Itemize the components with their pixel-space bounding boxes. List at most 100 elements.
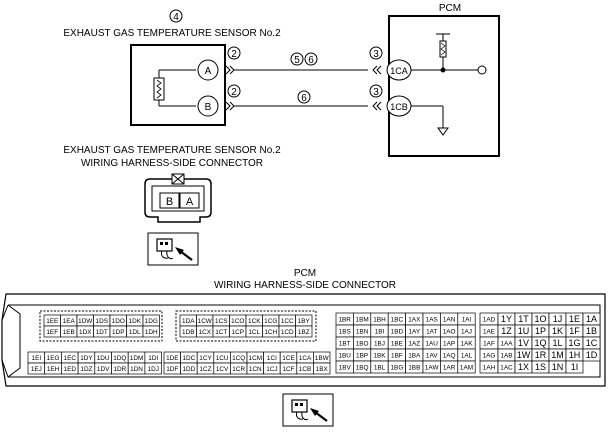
pin-label: 1DX [79,329,92,336]
pin-label: 1AO [443,328,456,335]
pin-label: 1AS [426,316,438,323]
pin-label: 1AD [483,316,496,323]
callout-6b [297,90,311,104]
pin-group-frame [175,310,317,342]
callout-6b-label: 6 [301,93,307,104]
pin-label: 1X [518,362,529,372]
pin-label: 1AX [408,316,421,323]
pin-label: 1CZ [199,366,211,373]
pin-label: 1BQ [356,364,369,371]
pin-cell [457,360,476,374]
pin-label: 1BY [298,318,311,325]
pcm-conn-title-2: WIRING HARNESS-SIDE CONNECTOR [214,280,396,291]
callout-2b [227,84,241,98]
pin-label: 1AM [460,364,473,371]
sensor-pin-b-label: B [205,102,212,113]
pcm-title: PCM [439,3,461,14]
sensor-callout: 4 [169,9,183,23]
callout-2a-label: 2 [231,49,237,60]
pin-label: 1AC [500,364,513,371]
sensor-harness-connector [144,173,212,223]
pcm-box [388,15,500,157]
pin-label: 1CK [248,318,261,325]
pin-label: 1CG [264,318,277,325]
pin-label: 1F [569,326,580,336]
pin-label: 1AG [483,352,496,359]
pin-label: 1I [571,362,579,372]
pin-label: 1H [569,350,581,360]
pin-label: 1CD [281,329,294,336]
pin-label: 1AT [426,328,437,335]
pin-label: 1P [535,326,546,336]
sensor-conn-title-1: EXHAUST GAS TEMPERATURE SENSOR No.2 [63,145,281,156]
pin-label: 1CS [215,318,227,325]
pin-label: 1Z [501,326,512,336]
pin-label: 1CM [249,355,263,362]
pin-label: 1DB [182,329,194,336]
pin-label: 1DI [148,355,158,362]
pin-label: 1DQ [113,355,126,362]
pin-label: 1K [552,326,563,336]
callout-3a-label: 3 [373,49,379,60]
sensor-pin-b [197,95,219,117]
pin-label: 1BF [391,352,403,359]
pin-label: 1AU [425,340,438,347]
pin-label: 1DF [166,366,178,373]
pin-label: 1U [518,326,530,336]
pin-label: 1EG [47,355,60,362]
pin-label: 1DE [166,355,178,362]
pin-label: 1EH [47,366,60,373]
pin-label: 1DK [129,318,142,325]
pin-label: 1AK [460,340,473,347]
pin-label: 1AE [483,328,495,335]
sensor-callout-label: 4 [173,12,179,23]
pin-label: 1W [517,350,531,360]
pin-label: 1AV [426,352,438,359]
pin-label: 1BB [408,364,420,371]
pin-label: 1ED [64,366,77,373]
pin-label: 1AY [408,328,420,335]
pin-label: 1G [568,338,580,348]
pcm-pin-1cb-label: 1CB [390,102,408,112]
pin-label: 1DY [80,355,93,362]
pin-label: 1CV [216,366,229,373]
pin-label: 1BD [391,328,404,335]
pin-label: 1DU [97,355,110,362]
pin-label: 1A [586,314,597,324]
pin-label: 1CE [282,355,294,362]
pin-label: 1DO [112,318,125,325]
pin-label: 1B [586,326,597,336]
pin-label: 1M [551,350,564,360]
pin-label: 1CN [249,366,262,373]
pin-label: 1AL [461,352,473,359]
pin-label: 1BX [316,366,329,373]
pin-label: 1EC [64,355,77,362]
view-direction-icon [147,232,199,266]
pin-label: 1DC [183,355,196,362]
pin-label: 1BK [373,352,386,359]
pin-label: 1CC [281,318,294,325]
pin-label: 1R [535,350,547,360]
pin-label: 1CR [232,366,245,373]
pin-label: 1DH [145,329,158,336]
pin-label: 1CA [299,355,312,362]
pin-label: 1EI [32,355,42,362]
pin-label: 1DN [130,366,143,373]
pin-label: 1BT [339,340,351,347]
sensor-conn-cell-b: B [166,196,173,208]
pin-cell [313,362,331,375]
pin-cell [295,325,313,338]
pin-label: 1EF [46,329,58,336]
callout-5 [290,52,304,66]
pin-label: 1DD [183,366,196,373]
pin-label: 1CI [267,355,277,362]
pin-label: 1AJ [461,328,472,335]
pin-label: 1CJ [266,366,277,373]
sensor-pin-a-label: A [205,66,212,77]
pcm-pin-1ca-label: 1CA [390,66,408,76]
pin-label: 1BE [391,340,403,347]
callout-3b [369,84,383,98]
pin-label: 1AN [443,316,456,323]
